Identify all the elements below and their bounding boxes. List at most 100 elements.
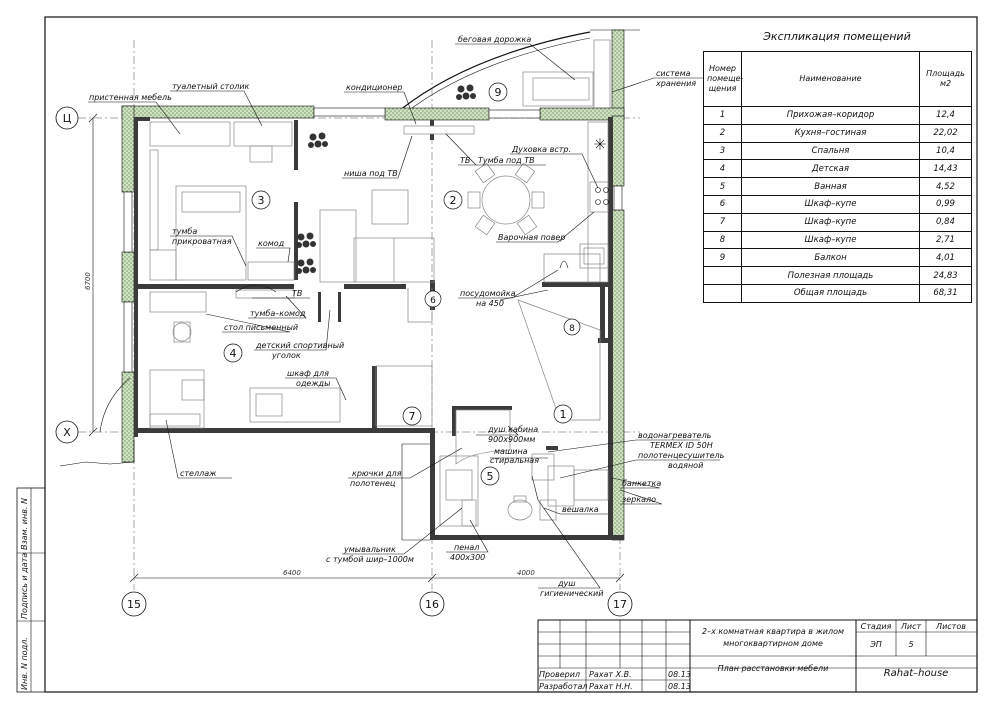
label-towel-dryer-1: полотенцесушитель <box>638 451 725 460</box>
row-name: Ванная <box>741 177 920 196</box>
label-tv-stand: Тумба под ТВ <box>478 156 535 165</box>
row-num: 5 <box>703 177 742 196</box>
label-vanity: туалетный столик <box>172 82 250 91</box>
dim-left-span: 6400 <box>283 569 301 577</box>
label-tv-niche: ниша под ТВ <box>344 169 398 178</box>
header-name: Наименование <box>741 51 920 107</box>
kitchen-living-furniture <box>319 121 609 301</box>
room-number-2: 2 <box>450 194 457 207</box>
label-shower-2: 900х900мм <box>488 435 535 444</box>
label-wardrobe-1: шкаф для <box>287 369 329 378</box>
label-hooks-2: полотенец <box>350 479 396 488</box>
label-dishwasher-2: на 450 <box>476 299 504 308</box>
room-numbers: 3 2 9 6 8 4 7 1 5 <box>223 82 581 486</box>
label-washer-2: стиральная <box>490 456 539 465</box>
plan-labels: беговая дорожка система хранения туалетн… <box>89 35 725 598</box>
row-num: 1 <box>703 106 742 125</box>
row-area: 0,99 <box>919 194 972 214</box>
plants <box>296 84 476 274</box>
row-name: Детская <box>741 159 920 179</box>
label-case-1: пенал <box>454 543 479 552</box>
label-sports-1: детский спортивный <box>255 341 344 350</box>
label-treadmill: беговая дорожка <box>458 35 531 44</box>
label-shelving: стеллаж <box>180 469 217 478</box>
label-cabinet-dresser: тумба–комод <box>250 309 306 318</box>
label-hooks-1: крючки для <box>352 469 402 478</box>
row-num <box>703 266 742 285</box>
row-name: Полезная площадь <box>741 266 920 285</box>
sheet-frame <box>44 16 978 693</box>
label-sports-2: уголок <box>271 351 301 360</box>
tb-sheet: 5 <box>908 640 913 649</box>
explication-panel: Экспликация помещений Номер помеще-щения… <box>703 23 972 303</box>
row-area: 22,02 <box>919 123 972 143</box>
row-name: Спальня <box>741 141 920 161</box>
label-dishwasher-1: посудомойка <box>460 289 516 298</box>
room-number-5: 5 <box>487 470 494 483</box>
label-shower-head-2: гигиенический <box>540 589 603 598</box>
header-num: Номер помеще-щения <box>703 51 743 107</box>
row-num: 6 <box>703 194 742 214</box>
row-name: Шкаф–купе <box>741 212 920 232</box>
room-number-9: 9 <box>495 86 502 99</box>
label-hob: Варочная повер <box>498 233 565 242</box>
row-name: Балкон <box>741 248 920 268</box>
label-storage-2: хранения <box>655 79 696 88</box>
row-num: 2 <box>703 123 742 143</box>
label-shower-1: душ кабина <box>487 425 538 434</box>
tb-project-2: многоквартирном доме <box>723 639 823 648</box>
row-name: Общая площадь <box>741 283 920 303</box>
side-stamp: Инв. N подл. Подпись и дата Взам. инв. N <box>16 487 46 693</box>
row-name: Шкаф–купе <box>741 230 920 250</box>
tb-developed-name: Рахат Н.Н. <box>589 682 633 691</box>
balcony <box>399 29 640 117</box>
inner-walls <box>134 117 624 540</box>
row-name: Кухня–гостиная <box>741 123 920 143</box>
tv-stand <box>403 125 475 135</box>
tb-stage-header: Стадия <box>861 622 892 631</box>
label-case-2: 400х300 <box>450 553 485 562</box>
row-num: 4 <box>703 159 742 179</box>
room-number-1: 1 <box>560 408 567 421</box>
row-name: Прихожая–коридор <box>741 106 920 125</box>
label-nightstand-2: прикроватная <box>172 237 232 246</box>
row-name: Шкаф–купе <box>741 194 920 214</box>
tb-project-1: 2–х комнатная квартира в жилом <box>702 627 844 636</box>
explication-table: Номер помеще-щения Наименование Площадь … <box>703 51 972 303</box>
room-number-4: 4 <box>230 347 237 360</box>
label-mirror: зеркало <box>622 495 656 504</box>
label-wardrobe-2: одежды <box>296 379 330 388</box>
row-area: 0,84 <box>919 212 972 232</box>
tb-checked-name: Рахат Х.В. <box>589 670 632 679</box>
label-sink-1: умывальник <box>343 545 396 554</box>
row-area: 10,4 <box>919 141 972 161</box>
row-num: 3 <box>703 141 742 161</box>
label-sink-2: с тумбой шир–1000м <box>326 555 414 564</box>
washbasin <box>445 469 473 501</box>
tb-checked-role: Проверил <box>539 670 580 679</box>
kids-bed <box>249 387 341 423</box>
tb-stage: ЭП <box>869 640 882 649</box>
dim-right-span: 4000 <box>517 569 535 577</box>
label-tv-1: ТВ <box>460 156 470 165</box>
row-area: 14,43 <box>919 159 972 179</box>
explication-title: Экспликация помещений <box>763 30 911 43</box>
row-num: 8 <box>703 230 742 250</box>
leader-lines <box>88 43 720 589</box>
sofa <box>319 209 357 283</box>
dimension-lines: 6400 4000 6700 <box>84 113 625 583</box>
row-area: 68,31 <box>919 283 972 303</box>
row-area: 4,52 <box>919 177 972 196</box>
label-heater-1: водонагреватель <box>638 431 712 440</box>
tb-developed-date: 08.13 <box>668 682 691 691</box>
tb-company: Rahat–house <box>884 668 949 679</box>
desk-chair <box>172 322 192 342</box>
label-nightstand-1: тумба <box>172 227 197 236</box>
axis-label-middle: 16 <box>425 598 439 611</box>
